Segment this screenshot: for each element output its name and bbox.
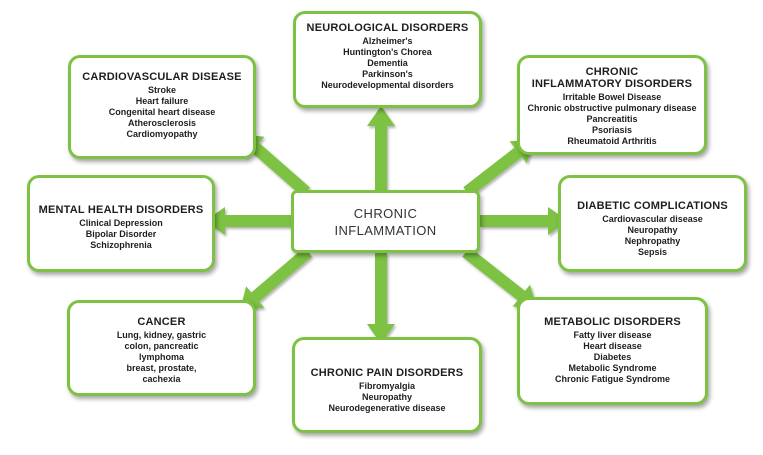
diabetic-complications-box: DIABETIC COMPLICATIONS Cardiovascular di…: [558, 175, 747, 272]
list-item: Heart failure: [135, 96, 189, 106]
list-item: Nephropathy: [624, 236, 681, 246]
item-list: Cardiovascular disease Neuropathy Nephro…: [561, 214, 744, 258]
chronic-pain-disorders-box: CHRONIC PAIN DISORDERS Fibromyalgia Neur…: [292, 337, 482, 433]
list-item: Clinical Depression: [79, 218, 163, 228]
item-list: Irritable Bowel Disease Chronic obstruct…: [520, 92, 704, 147]
cardiovascular-disease-box: CARDIOVASCULAR DISEASE Stroke Heart fail…: [68, 55, 256, 159]
list-item: Chronic obstructive pulmonary disease: [527, 103, 697, 113]
list-item: Huntington's Chorea: [343, 47, 432, 57]
item-list: Alzheimer's Huntington's Chorea Dementia…: [296, 36, 479, 91]
box-title: CHRONIC PAIN DISORDERS: [310, 367, 464, 379]
arrow-to-mental: [205, 207, 292, 235]
neurological-disorders-box: NEUROLOGICAL DISORDERS Alzheimer's Hunti…: [293, 11, 482, 108]
item-list: Lung, kidney, gastric colon, pancreatic …: [70, 330, 253, 385]
box-title: NEUROLOGICAL DISORDERS: [306, 22, 469, 34]
item-list: Fatty liver disease Heart disease Diabet…: [520, 330, 705, 385]
list-item: Neurodegenerative disease: [328, 403, 446, 413]
list-item: Irritable Bowel Disease: [562, 92, 662, 102]
list-item: cachexia: [142, 374, 181, 384]
box-title: DIABETIC COMPLICATIONS: [577, 200, 728, 212]
chronic-inflammatory-disorders-box: CHRONIC INFLAMMATORY DISORDERS Irritable…: [517, 55, 707, 155]
arrow-to-pain: [367, 253, 395, 344]
list-item: Pancreatitis: [586, 114, 638, 124]
list-item: Chronic Fatigue Syndrome: [554, 374, 670, 384]
list-item: Psoriasis: [591, 125, 633, 135]
mental-health-disorders-box: MENTAL HEALTH DISORDERS Clinical Depress…: [27, 175, 215, 272]
list-item: Heart disease: [583, 341, 642, 351]
arrow-to-cancer: [240, 247, 312, 310]
cancer-box: CANCER Lung, kidney, gastric colon, panc…: [67, 300, 256, 396]
list-item: Neurodevelopmental disorders: [321, 80, 454, 90]
arrow-to-diabetic: [480, 207, 568, 235]
item-list: Fibromyalgia Neuropathy Neurodegenerativ…: [295, 381, 479, 414]
list-item: Stroke: [147, 85, 176, 95]
arrow-to-neurological: [367, 106, 395, 190]
chronic-inflammation-center: CHRONIC INFLAMMATION: [291, 190, 480, 253]
list-item: Alzheimer's: [362, 36, 413, 46]
list-item: lymphoma: [138, 352, 184, 362]
list-item: Parkinson's: [362, 69, 413, 79]
list-item: Bipolar Disorder: [85, 229, 157, 239]
box-title: CARDIOVASCULAR DISEASE: [82, 71, 242, 83]
box-title: MENTAL HEALTH DISORDERS: [38, 204, 204, 216]
list-item: Fatty liver disease: [573, 330, 652, 340]
list-item: Cardiomyopathy: [126, 129, 198, 139]
list-item: Metabolic Syndrome: [568, 363, 657, 373]
arrow-to-metabolic: [462, 247, 537, 308]
list-item: Fibromyalgia: [358, 381, 415, 391]
box-title: METABOLIC DISORDERS: [544, 316, 681, 328]
list-item: Dementia: [367, 58, 408, 68]
item-list: Clinical Depression Bipolar Disorder Sch…: [30, 218, 212, 251]
list-item: Rheumatoid Arthritis: [567, 136, 657, 146]
arrow-to-cardiovascular: [240, 134, 310, 197]
arrow-to-inflammatory: [463, 140, 534, 197]
item-list: Stroke Heart failure Congenital heart di…: [71, 85, 253, 140]
list-item: Cardiovascular disease: [602, 214, 703, 224]
list-item: Diabetes: [593, 352, 632, 362]
list-item: Schizophrenia: [90, 240, 152, 250]
box-title: CHRONIC INFLAMMATORY DISORDERS: [531, 66, 693, 90]
list-item: Atherosclerosis: [127, 118, 197, 128]
list-item: Neuropathy: [627, 225, 678, 235]
list-item: Lung, kidney, gastric: [116, 330, 207, 340]
list-item: breast, prostate,: [126, 363, 197, 373]
list-item: Neuropathy: [361, 392, 412, 402]
list-item: colon, pancreatic: [124, 341, 199, 351]
box-title: CANCER: [137, 316, 186, 328]
metabolic-disorders-box: METABOLIC DISORDERS Fatty liver disease …: [517, 297, 708, 405]
list-item: Congenital heart disease: [108, 107, 216, 117]
list-item: Sepsis: [637, 247, 668, 257]
